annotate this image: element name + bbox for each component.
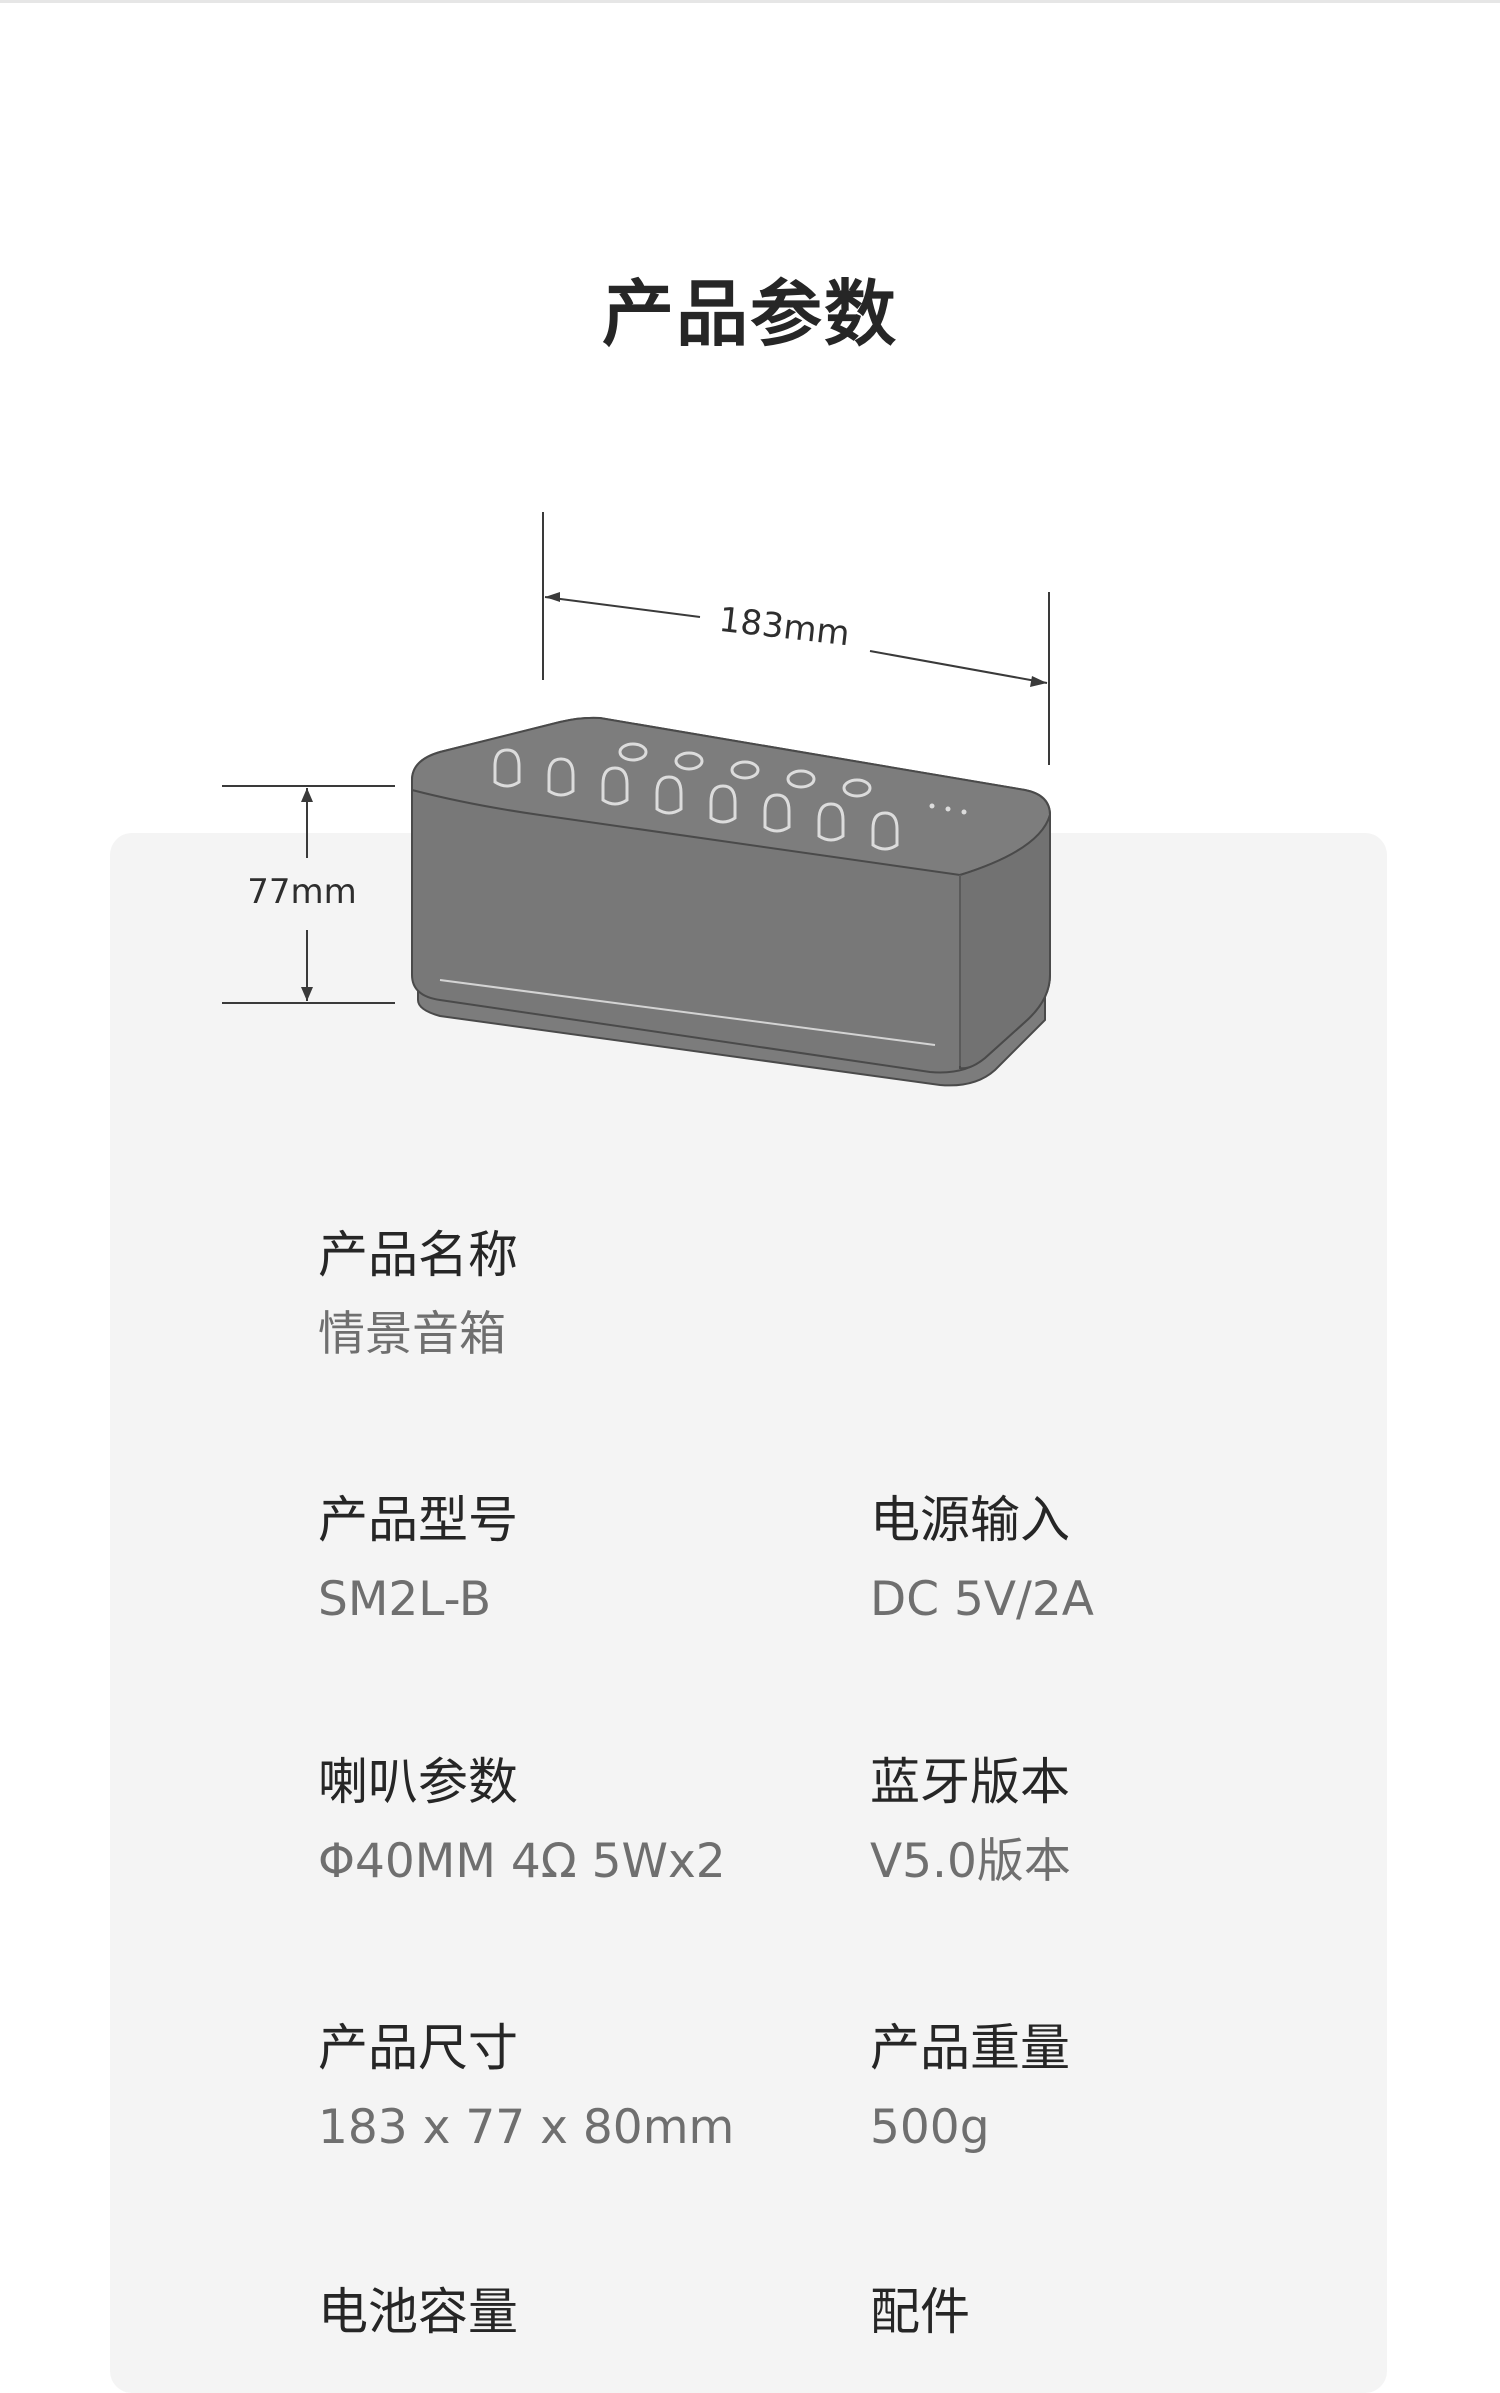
speaker-knobs [493, 742, 899, 851]
indicator-dots [929, 803, 967, 815]
specs-panel [110, 833, 1387, 2393]
spec-value: V5.0版本 [870, 1834, 1071, 1889]
height-dimension: 77mm [222, 785, 395, 1004]
spec-product-model: 产品型号 SM2L-B [318, 1490, 518, 1630]
spec-value: DC 5V/2A [870, 1572, 1094, 1627]
height-label: 77mm [247, 872, 357, 912]
spec-battery-capacity: 电池容量 [318, 2282, 518, 2342]
spec-value: 情景音箱 [318, 1307, 506, 1362]
spec-product-name: 产品名称 情景音箱 [318, 1225, 518, 1365]
width-label: 183mm [717, 600, 852, 655]
spec-label: 电池容量 [318, 2283, 518, 2341]
spec-label: 产品型号 [318, 1491, 518, 1549]
spec-product-size: 产品尺寸 183 x 77 x 80mm [318, 2018, 734, 2158]
spec-speaker-params: 喇叭参数 Φ40MM 4Ω 5Wx2 [318, 1752, 726, 1892]
spec-accessories: 配件 [870, 2282, 970, 2342]
speaker-product-illustration: 183mm 77mm [222, 512, 1052, 1087]
spec-bluetooth-version: 蓝牙版本 V5.0版本 [870, 1752, 1071, 1892]
top-divider [0, 0, 1500, 3]
spec-label: 产品尺寸 [318, 2019, 518, 2077]
spec-label: 电源输入 [870, 1491, 1070, 1549]
spec-value: 500g [870, 2100, 990, 2155]
spec-label: 喇叭参数 [318, 1753, 518, 1811]
page-title: 产品参数 [601, 272, 898, 356]
spec-value: Φ40MM 4Ω 5Wx2 [318, 1834, 726, 1889]
spec-label: 配件 [870, 2283, 970, 2341]
spec-value: SM2L-B [318, 1572, 492, 1627]
spec-label: 产品重量 [870, 2019, 1070, 2077]
spec-power-input: 电源输入 DC 5V/2A [870, 1490, 1094, 1630]
speaker-body [411, 716, 1052, 1087]
spec-label: 蓝牙版本 [870, 1753, 1070, 1811]
spec-label: 产品名称 [318, 1226, 518, 1284]
spec-product-weight: 产品重量 500g [870, 2018, 1070, 2158]
spec-value: 183 x 77 x 80mm [318, 2100, 735, 2155]
